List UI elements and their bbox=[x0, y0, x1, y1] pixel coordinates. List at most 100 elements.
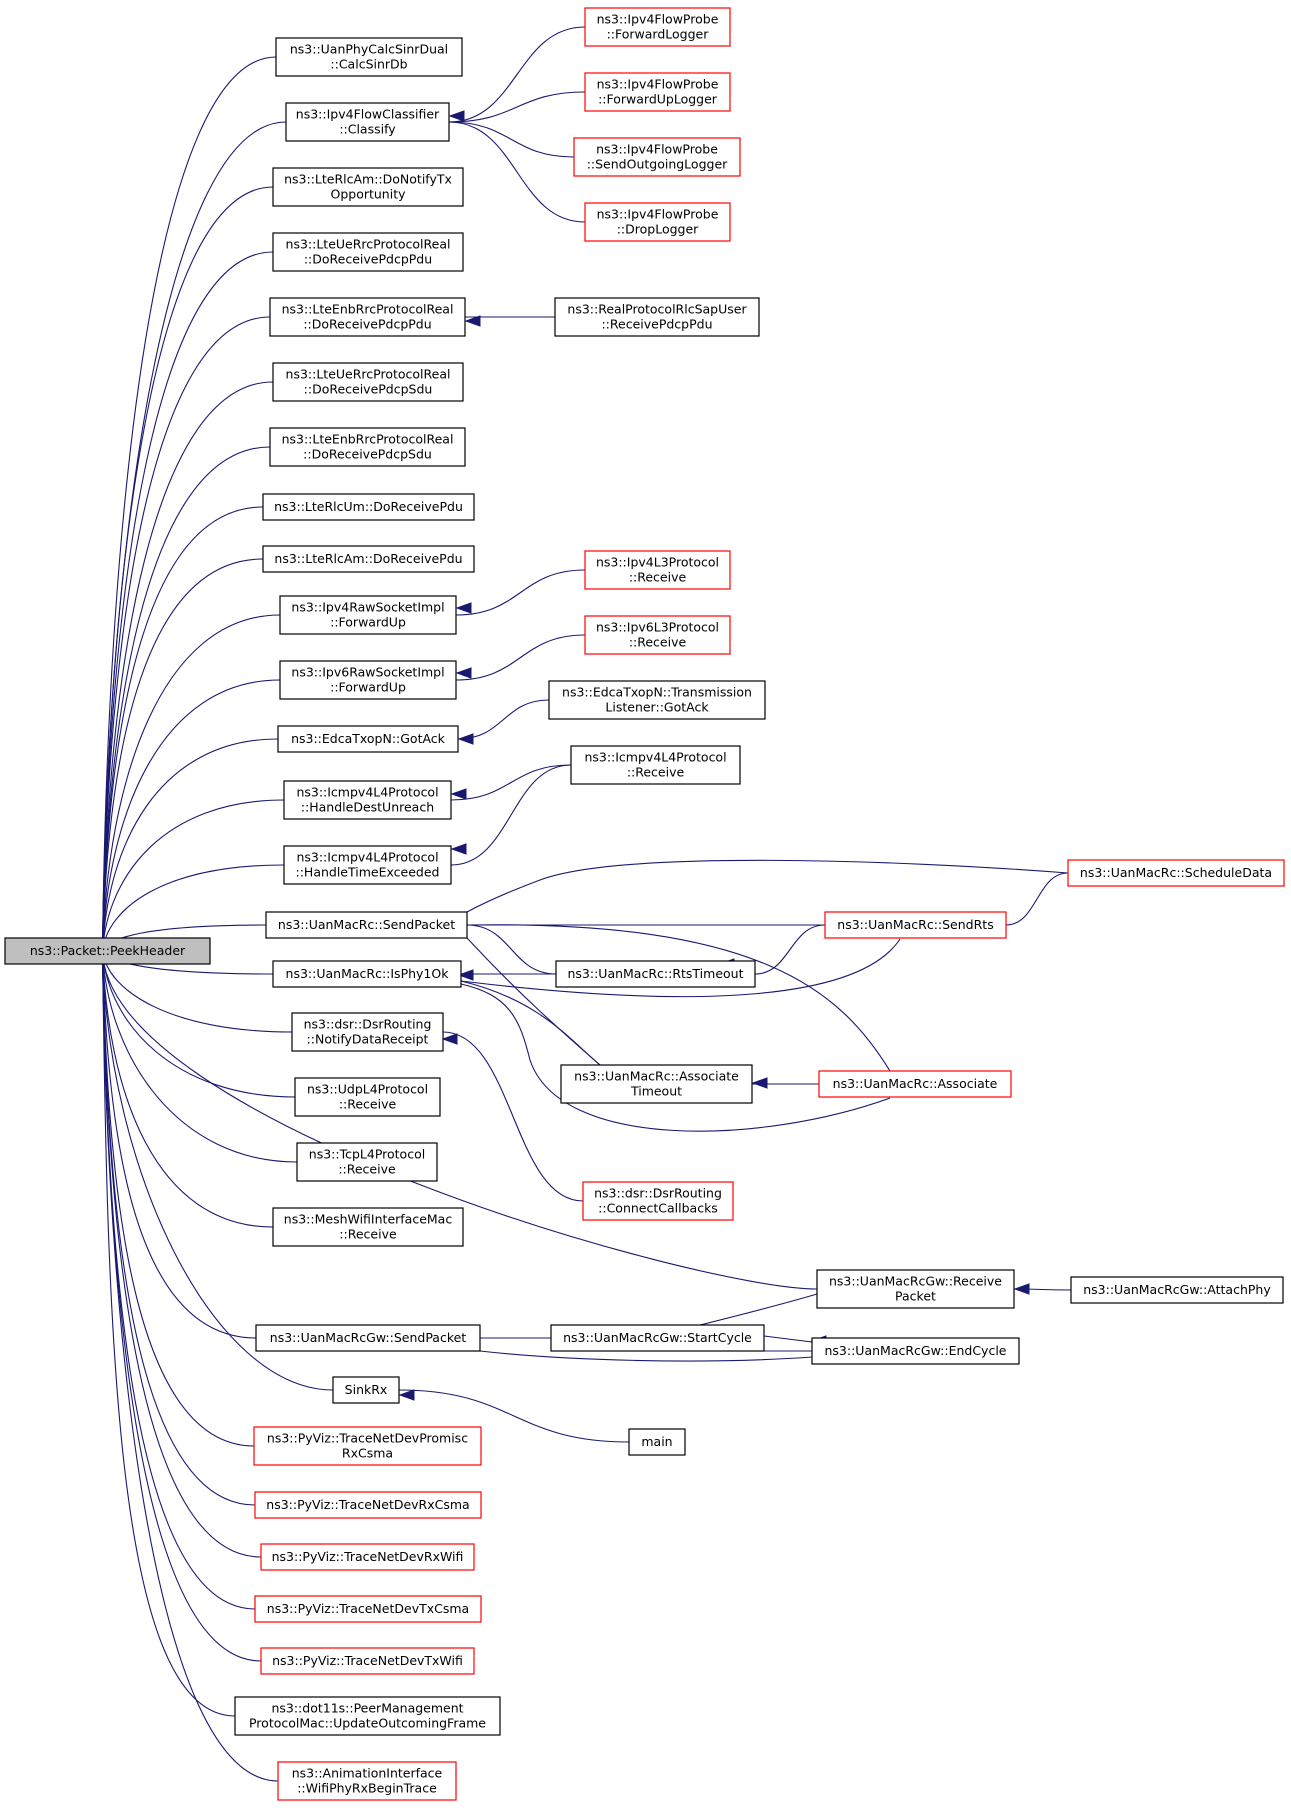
node-lterlcam[interactable]: ns3::LteRlcAm::DoReceivePdu bbox=[262, 545, 475, 573]
node-box bbox=[584, 72, 731, 112]
edge-pyviz_rxwifi-to-root bbox=[101, 950, 262, 1558]
node-lteenb_pdcppdu[interactable]: ns3::LteEnbRrcProtocolReal::DoReceivePdc… bbox=[269, 297, 466, 337]
node-ipv4raw[interactable]: ns3::Ipv4RawSocketImpl::ForwardUp bbox=[279, 595, 457, 635]
node-uanphy[interactable]: ns3::UanPhyCalcSinrDual::CalcSinrDb bbox=[275, 37, 463, 77]
node-uan_isphy[interactable]: ns3::UanMacRc::IsPhy1Ok bbox=[272, 960, 462, 988]
node-uangw_attach[interactable]: ns3::UanMacRcGw::AttachPhy bbox=[1070, 1276, 1284, 1304]
node-label: ns3::Ipv6L3Protocol bbox=[596, 620, 719, 635]
node-pyviz_rxcsma[interactable]: ns3::PyViz::TraceNetDevRxCsma bbox=[254, 1491, 482, 1519]
node-box bbox=[582, 1181, 734, 1221]
node-dot11s[interactable]: ns3::dot11s::PeerManagementProtocolMac::… bbox=[234, 1696, 501, 1736]
node-label: ns3::UanMacRcGw::StartCycle bbox=[563, 1330, 752, 1345]
node-uangw_send[interactable]: ns3::UanMacRcGw::SendPacket bbox=[255, 1324, 481, 1352]
node-box bbox=[269, 427, 466, 467]
node-probe_drop[interactable]: ns3::Ipv4FlowProbe::DropLogger bbox=[584, 202, 731, 242]
node-box bbox=[573, 137, 741, 177]
node-label: main bbox=[641, 1434, 672, 1449]
node-label: ns3::UanMacRc::SendPacket bbox=[278, 917, 455, 932]
node-pyviz_txwifi[interactable]: ns3::PyViz::TraceNetDevTxWifi bbox=[260, 1647, 475, 1675]
node-label: ns3::TcpL4Protocol bbox=[309, 1147, 425, 1162]
node-probe_fwd[interactable]: ns3::Ipv4FlowProbe::ForwardLogger bbox=[584, 7, 731, 47]
node-box bbox=[272, 960, 462, 988]
node-box bbox=[234, 1696, 501, 1736]
node-label: ::Receive bbox=[629, 635, 687, 650]
node-label: SinkRx bbox=[345, 1382, 388, 1397]
node-udpl4[interactable]: ns3::UdpL4Protocol::Receive bbox=[294, 1077, 441, 1117]
node-edcagotack[interactable]: ns3::EdcaTxopN::GotAck bbox=[277, 725, 459, 753]
node-label: ns3::dot11s::PeerManagement bbox=[271, 1701, 463, 1716]
node-ipv4fc[interactable]: ns3::Ipv4FlowClassifier::Classify bbox=[285, 102, 450, 142]
node-anim[interactable]: ns3::AnimationInterface::WifiPhyRxBeginT… bbox=[277, 1761, 457, 1801]
node-lteue_pdcpsdu[interactable]: ns3::LteUeRrcProtocolReal::DoReceivePdcp… bbox=[272, 362, 464, 402]
node-label: ns3::UanMacRc::IsPhy1Ok bbox=[286, 966, 450, 981]
node-uan_associate[interactable]: ns3::UanMacRc::Associate bbox=[818, 1070, 1012, 1098]
node-probe_fwdup[interactable]: ns3::Ipv4FlowProbe::ForwardUpLogger bbox=[584, 72, 731, 112]
node-box bbox=[560, 1064, 753, 1104]
node-lterlcum[interactable]: ns3::LteRlcUm::DoReceivePdu bbox=[262, 493, 475, 521]
node-dsr_notify[interactable]: ns3::dsr::DsrRouting::NotifyDataReceipt bbox=[291, 1012, 444, 1052]
node-box bbox=[254, 1491, 482, 1519]
node-uan_sendpacket[interactable]: ns3::UanMacRc::SendPacket bbox=[265, 911, 468, 939]
node-pyviz_txcsma[interactable]: ns3::PyViz::TraceNetDevTxCsma bbox=[254, 1595, 482, 1623]
node-uan_schedule[interactable]: ns3::UanMacRc::ScheduleData bbox=[1067, 859, 1285, 887]
node-box bbox=[824, 911, 1007, 939]
node-meshwifi[interactable]: ns3::MeshWifiInterfaceMac::Receive bbox=[272, 1207, 464, 1247]
node-box bbox=[818, 1070, 1012, 1098]
edge-edcagotack-to-root bbox=[101, 738, 279, 952]
edge-udpl4-to-root bbox=[101, 950, 296, 1098]
arrowhead-edcagotack bbox=[457, 733, 474, 745]
node-probe_send[interactable]: ns3::Ipv4FlowProbe::SendOutgoingLogger bbox=[573, 137, 741, 177]
node-uangw_endcycle[interactable]: ns3::UanMacRcGw::EndCycle bbox=[811, 1337, 1020, 1365]
node-icmp_time[interactable]: ns3::Icmpv4L4Protocol::HandleTimeExceede… bbox=[283, 845, 452, 885]
node-sinkrx[interactable]: SinkRx bbox=[332, 1376, 400, 1404]
node-ipv4l3[interactable]: ns3::Ipv4L3Protocol::Receive bbox=[584, 550, 731, 590]
node-label: ns3::UanMacRcGw::EndCycle bbox=[825, 1343, 1007, 1358]
edge-uangw_receive-to-uangw_startcycle bbox=[699, 1293, 818, 1326]
node-label: ::ConnectCallbacks bbox=[598, 1201, 718, 1216]
node-dsr_connect[interactable]: ns3::dsr::DsrRouting::ConnectCallbacks bbox=[582, 1181, 734, 1221]
node-label: ns3::PyViz::TraceNetDevRxCsma bbox=[266, 1497, 469, 1512]
node-box bbox=[555, 960, 756, 988]
node-label: ns3::LteRlcAm::DoNotifyTx bbox=[284, 172, 452, 187]
arrowhead-dsr_notify bbox=[441, 1033, 458, 1045]
node-uan_rtstimeout[interactable]: ns3::UanMacRc::RtsTimeout bbox=[555, 960, 756, 988]
edge-probe_fwdup-to-ipv4fc bbox=[448, 91, 586, 123]
node-label: ns3::Ipv6RawSocketImpl bbox=[291, 665, 444, 680]
node-box bbox=[584, 7, 731, 47]
arrowhead-ipv4raw bbox=[455, 602, 472, 614]
node-uangw_startcycle[interactable]: ns3::UanMacRcGw::StartCycle bbox=[550, 1324, 765, 1352]
node-label: ns3::PyViz::TraceNetDevPromisc bbox=[267, 1431, 468, 1446]
node-label: ns3::EdcaTxopN::Transmission bbox=[562, 685, 752, 700]
node-ipv6raw[interactable]: ns3::Ipv6RawSocketImpl::ForwardUp bbox=[279, 660, 457, 700]
node-lteue_pdcppdu[interactable]: ns3::LteUeRrcProtocolReal::DoReceivePdcp… bbox=[272, 232, 464, 272]
node-box bbox=[1070, 1276, 1284, 1304]
arrowhead-uangw_receive bbox=[1013, 1283, 1030, 1295]
node-pyviz_rxwifi[interactable]: ns3::PyViz::TraceNetDevRxWifi bbox=[260, 1543, 475, 1571]
node-box bbox=[294, 1077, 441, 1117]
node-box bbox=[260, 1543, 475, 1571]
node-ipv6l3[interactable]: ns3::Ipv6L3Protocol::Receive bbox=[584, 615, 731, 655]
edge-meshwifi-to-root bbox=[101, 950, 274, 1228]
node-label: ::DoReceivePdcpSdu bbox=[304, 382, 433, 397]
node-root[interactable]: ns3::Packet::PeekHeader bbox=[4, 937, 211, 965]
node-label: ::Receive bbox=[629, 570, 687, 585]
node-icmp_receive[interactable]: ns3::Icmpv4L4Protocol::Receive bbox=[570, 745, 741, 785]
node-realprotocol[interactable]: ns3::RealProtocolRlcSapUser::ReceivePdcp… bbox=[554, 297, 760, 337]
node-lteenb_pdcpsdu[interactable]: ns3::LteEnbRrcProtocolReal::DoReceivePdc… bbox=[269, 427, 466, 467]
node-label: ns3::LteEnbRrcProtocolReal bbox=[282, 432, 454, 447]
node-tcpl4[interactable]: ns3::TcpL4Protocol::Receive bbox=[296, 1142, 438, 1182]
edge-probe_drop-to-ipv4fc bbox=[448, 121, 586, 223]
node-label: ns3::UanPhyCalcSinrDual bbox=[290, 42, 448, 57]
node-label: ns3::Ipv4FlowProbe bbox=[597, 207, 719, 222]
node-edca_listener[interactable]: ns3::EdcaTxopN::TransmissionListener::Go… bbox=[548, 680, 766, 720]
node-uan_sendrts[interactable]: ns3::UanMacRc::SendRts bbox=[824, 911, 1007, 939]
node-icmp_dest[interactable]: ns3::Icmpv4L4Protocol::HandleDestUnreach bbox=[283, 780, 452, 820]
node-main[interactable]: main bbox=[628, 1428, 686, 1456]
edge-ipv4raw-to-root bbox=[101, 614, 281, 952]
edge-ipv6l3-to-ipv6raw bbox=[455, 634, 586, 681]
node-label: ns3::MeshWifiInterfaceMac bbox=[284, 1212, 453, 1227]
